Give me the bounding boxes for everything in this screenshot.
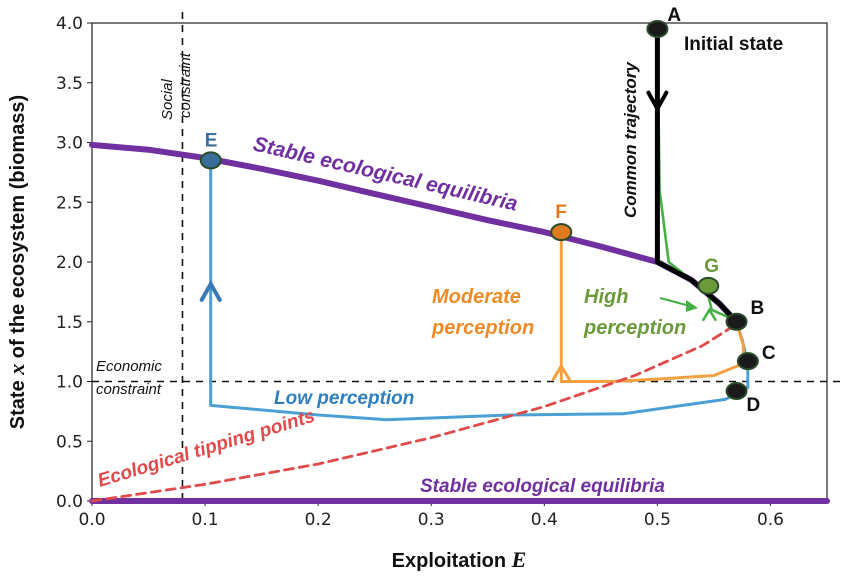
x-tick-label: 0.1: [192, 510, 219, 530]
economic-constraint-label-2: constraint: [96, 381, 162, 398]
high-perception-line: [656, 27, 738, 324]
common-trajectory-line: [654, 26, 739, 325]
high-perception-label-1: High: [584, 286, 628, 308]
high-perception-label-2: perception: [583, 317, 686, 339]
tipping-points-curve: [90, 320, 738, 503]
x-axis-title-main: Exploitation: [392, 550, 506, 572]
y-tick-label: 2.5: [56, 193, 83, 213]
x-tick-label: 0.2: [305, 510, 332, 530]
point-c-marker: [736, 352, 759, 371]
y-axis-title: State x of the ecosystem (biomass): [4, 95, 29, 429]
trajectory-arrows: [199, 90, 717, 381]
social-constraint-label-1: Social: [159, 78, 176, 120]
point-e-label: E: [205, 130, 218, 151]
y-tick-label: 4.0: [56, 14, 83, 34]
x-axis-title-var: E: [511, 547, 527, 572]
common-trajectory-label: Common trajectory: [621, 61, 640, 218]
y-axis-title-var: x: [4, 364, 29, 376]
y-axis-title-pre: State: [7, 380, 29, 429]
constraint-lines: [92, 12, 845, 501]
low-perception-label: Low perception: [274, 388, 414, 409]
point-f-marker: [550, 223, 573, 242]
point-a-marker: [646, 19, 669, 38]
point-d-marker: [725, 382, 748, 401]
high-perception-arrow: [702, 307, 717, 322]
y-tick-label: 1.5: [56, 313, 83, 333]
x-tick-label: 0.0: [78, 510, 105, 530]
low-perception-arrow: [199, 279, 222, 302]
high-perception-pointer: [659, 297, 698, 312]
y-tick-label: 0.0: [56, 492, 83, 512]
x-tick-label: 0.6: [757, 510, 784, 530]
tipping-label: Ecological tipping points: [95, 406, 317, 492]
y-tick-label: 1.0: [56, 373, 83, 393]
labeled-points: A B C D E F G: [199, 5, 776, 416]
economic-constraint-label-1: Economic: [96, 358, 162, 375]
y-tick-label: 0.5: [56, 432, 83, 452]
common-trajectory-arrow: [646, 90, 669, 113]
point-a-label: A: [667, 5, 681, 26]
y-tick-label: 3.5: [56, 74, 83, 94]
x-tick-label: 0.3: [418, 510, 445, 530]
y-axis-title-post: of the ecosystem (biomass): [7, 95, 29, 358]
point-g-marker: [697, 276, 720, 295]
moderate-perception-arrow: [551, 363, 571, 381]
moderate-perception-label-2: perception: [431, 317, 534, 339]
moderate-perception-line: [559, 230, 745, 383]
point-e-marker: [199, 151, 222, 170]
initial-state-label: Initial state: [684, 34, 783, 55]
x-tick-label: 0.4: [531, 510, 558, 530]
point-d-label: D: [747, 395, 761, 416]
point-b-marker: [725, 312, 748, 331]
social-constraint-label-2: constraint: [177, 52, 194, 118]
point-f-label: F: [555, 202, 567, 223]
moderate-perception-label-1: Moderate: [432, 286, 521, 308]
y-tick-label: 2.0: [56, 253, 83, 273]
x-tick-label: 0.5: [644, 510, 671, 530]
stable-lower-label: Stable ecological equilibria: [420, 476, 665, 497]
point-b-label: B: [751, 298, 765, 319]
point-g-label: G: [704, 256, 719, 277]
x-axis-title: Exploitation E: [392, 547, 527, 572]
axis-ticks: 0.0 0.1 0.2 0.3 0.4 0.5 0.6 0.0 0.5 1.0 1.5 2.0 2.5 3…: [56, 14, 784, 530]
point-c-label: C: [762, 343, 776, 364]
y-tick-label: 3.0: [56, 134, 83, 154]
